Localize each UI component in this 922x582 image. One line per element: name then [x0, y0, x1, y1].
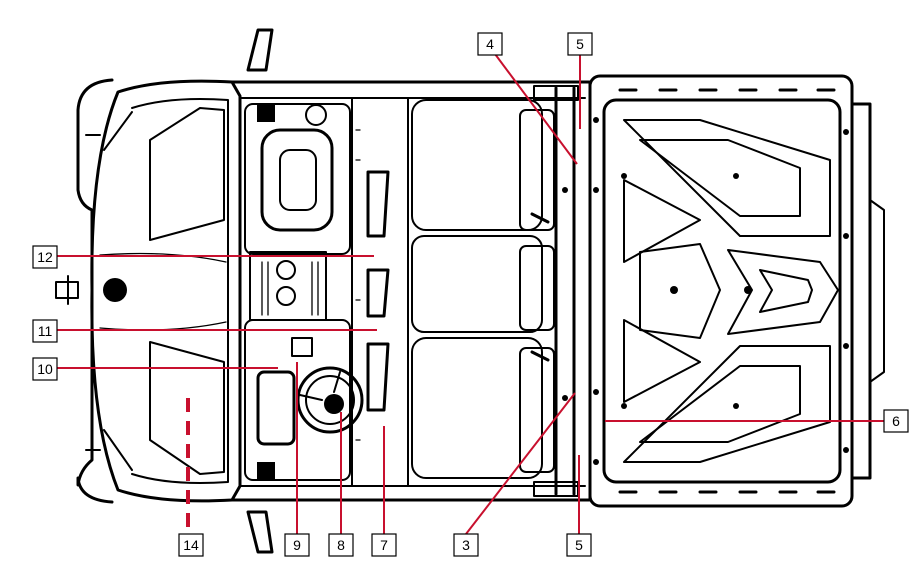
leader-3: [465, 392, 576, 535]
callout-10-label: 10: [37, 361, 53, 377]
seat-left: [411, 99, 543, 231]
callout-12-label: 12: [37, 249, 53, 265]
tailgate: [850, 102, 872, 480]
vent-1: [366, 170, 390, 238]
tie-down-slots: [618, 88, 836, 494]
glove-box: [260, 128, 334, 232]
callout-4-label: 4: [486, 36, 494, 52]
callout-9-label: 9: [293, 537, 301, 553]
callout-5-top-label: 5: [576, 36, 584, 52]
callout-11: 11: [32, 319, 58, 343]
seats: [411, 99, 555, 479]
callout-3: 3: [453, 533, 479, 557]
callout-14: 14: [178, 533, 204, 557]
callout-9: 9: [284, 533, 310, 557]
callout-6: 6: [883, 409, 909, 433]
hood: [90, 79, 242, 503]
callout-11-label: 11: [38, 323, 53, 339]
callout-10: 10: [32, 357, 58, 381]
mirror-left: [246, 28, 274, 72]
vent-2: [366, 268, 390, 318]
callout-leaders: [57, 53, 884, 535]
seat-right: [411, 337, 543, 479]
center-panel: [351, 97, 409, 487]
seat-center: [411, 235, 543, 333]
leader-4: [494, 53, 578, 165]
fuel-cap: [103, 278, 127, 302]
mirror-right: [246, 510, 274, 554]
vent-3: [366, 342, 390, 412]
callout-8-label: 8: [337, 537, 345, 553]
callout-5-bottom-label: 5: [575, 537, 583, 553]
roll-bar: [554, 86, 576, 496]
callout-12: 12: [32, 245, 58, 269]
callout-6-label: 6: [892, 413, 900, 429]
callout-4: 4: [477, 32, 503, 56]
callout-5-top: 5: [567, 32, 593, 56]
shifter: [256, 370, 296, 446]
key-switch: [291, 337, 313, 357]
callout-8: 8: [328, 533, 354, 557]
vehicle-outline: [55, 28, 885, 554]
callout-3-label: 3: [462, 537, 470, 553]
dash-upper: [244, 103, 351, 255]
callout-14-label: 14: [183, 537, 199, 553]
callout-5-bottom: 5: [566, 533, 592, 557]
cargo-bed: [588, 74, 885, 508]
callout-7-label: 7: [380, 537, 388, 553]
callout-7: 7: [371, 533, 397, 557]
